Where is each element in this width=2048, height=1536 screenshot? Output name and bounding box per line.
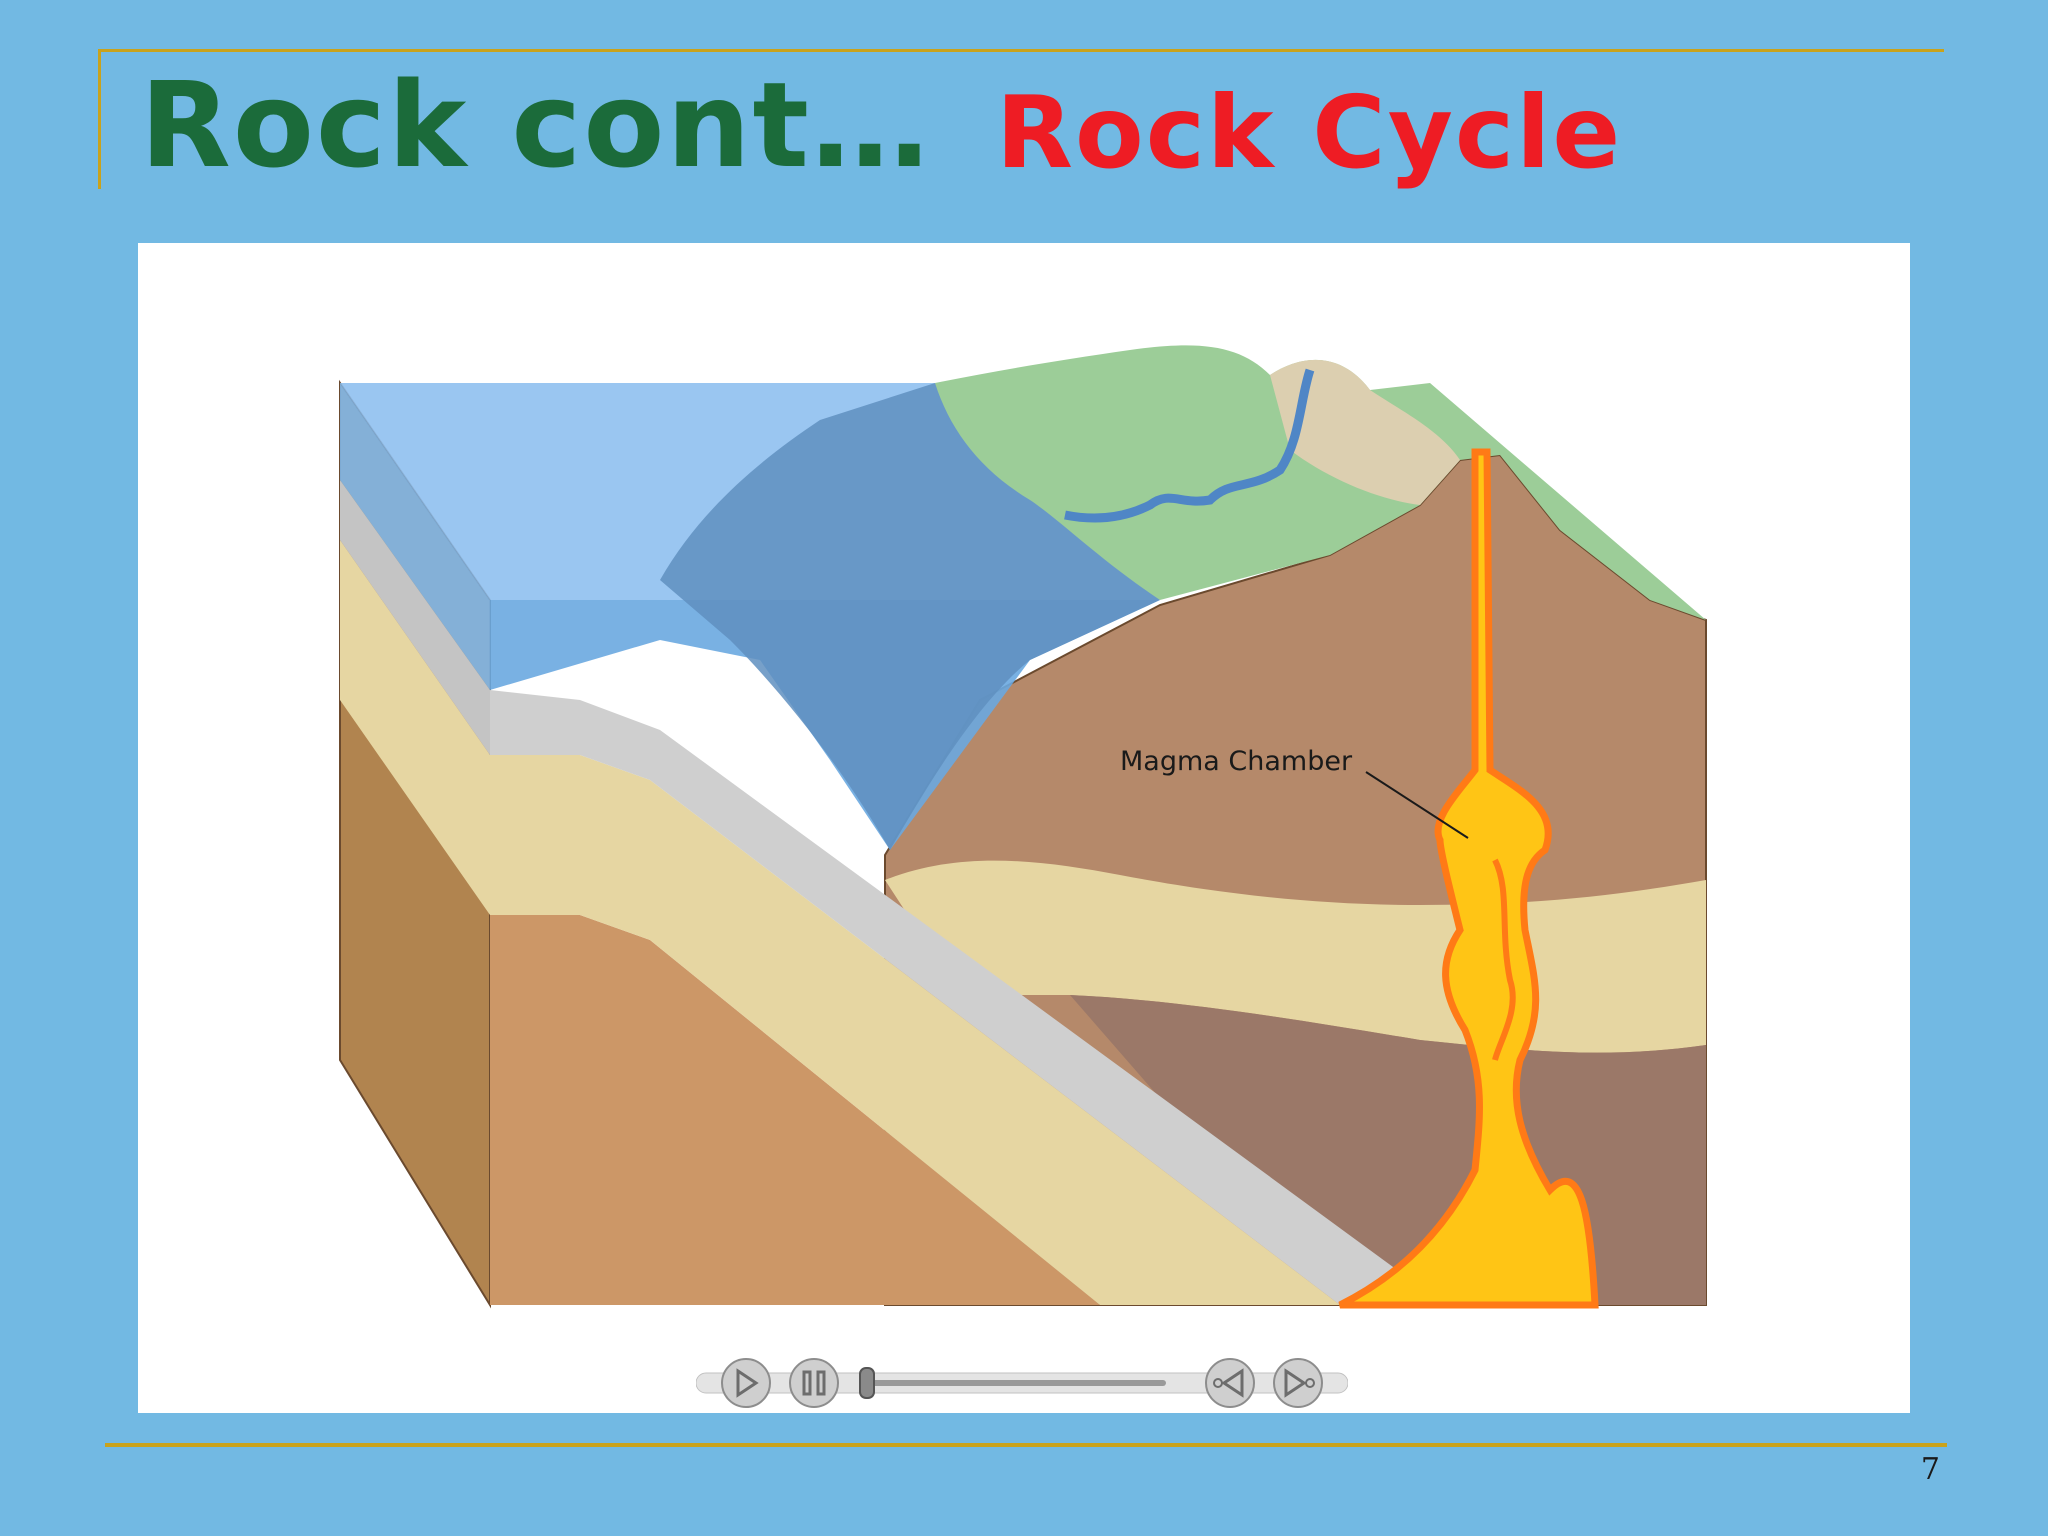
magma-chamber-label: Magma Chamber (1120, 746, 1353, 777)
gravel-slab (490, 690, 1445, 1305)
play-button[interactable] (721, 1358, 771, 1408)
play-icon (736, 1368, 759, 1398)
forward-button[interactable] (1273, 1358, 1323, 1408)
title-rule-left (98, 49, 101, 189)
media-player-bar (696, 1358, 1348, 1408)
magma-fork (1492, 858, 1516, 1061)
title-rule-top (98, 49, 1944, 52)
rewind-icon (1221, 1368, 1244, 1398)
pause-icon (802, 1370, 812, 1396)
pause-button[interactable] (789, 1358, 839, 1408)
page-number: 7 (1920, 1452, 1940, 1487)
label-leader-line (1365, 771, 1469, 839)
seek-track (866, 1380, 1166, 1386)
rewind-button[interactable] (1205, 1358, 1255, 1408)
left-face-sand (340, 540, 490, 915)
highland-area (1270, 359, 1460, 505)
left-face-gravel (340, 480, 490, 755)
footer-rule (105, 1443, 1947, 1447)
land-area (935, 345, 1706, 620)
forward-icon (1284, 1368, 1307, 1398)
sand-slab (490, 755, 1340, 1305)
brown-slab (490, 915, 1100, 1305)
ocean-left (340, 383, 490, 690)
magma-conduit (1338, 448, 1599, 1309)
slide-subtitle: Rock Cycle (996, 74, 1623, 191)
rock-cycle-diagram: Magma Chamber (339, 345, 1707, 1309)
seek-handle[interactable] (859, 1367, 875, 1399)
animation-panel: Magma Chamber (138, 243, 1910, 1413)
slide-title: Rock cont… (140, 56, 931, 194)
river (1064, 368, 1315, 523)
